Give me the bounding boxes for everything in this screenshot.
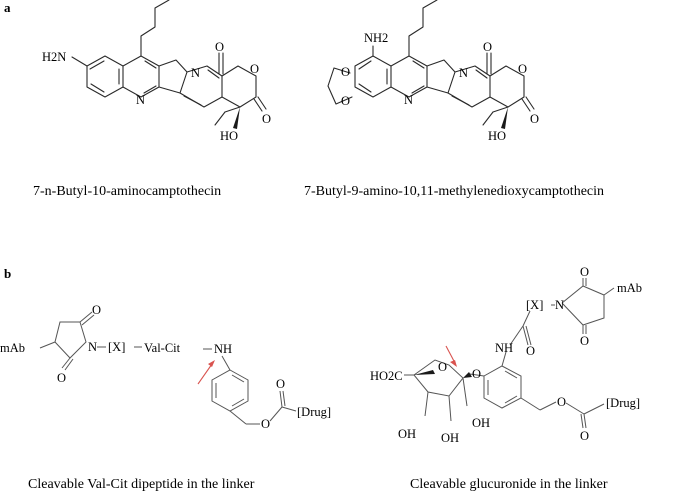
gluc-oh-1-label: OH [398,427,416,441]
gluc-carboxylic-acid-label: HO2C [370,369,403,383]
mol1-lactone-o-label: O [250,62,259,76]
mol2-hydroxyl-label: HO [488,129,506,143]
valcit-oxo-bottom-label: O [57,371,66,385]
molecule-1-structure [71,0,267,129]
mol2-ring-n-label: N [459,66,468,80]
gluc-ester-o-label: O [557,395,566,409]
gluc-drug-label: [Drug] [606,396,640,410]
anomeric-wedge [463,372,472,378]
mol1-ring-n-label: N [191,66,200,80]
valcit-linker-structure [39,311,297,425]
glucuronide-caption: Cleavable glucuronide in the linker [410,477,608,492]
cleavage-arrow-glucuronide [445,345,457,367]
panel-b-label: b [4,266,11,281]
gluc-ring-o-label: O [438,360,447,374]
carboxyl-wedge [414,370,435,375]
valcit-oxo-top-label: O [92,303,101,317]
mol1-hydroxyl-label: HO [220,129,238,143]
mol1-quinoline-n-label: N [136,93,145,107]
mol1-oxo-label: O [215,40,224,54]
gluc-carbonyl-o-label: O [580,429,589,443]
mol2-name-caption: 7-Butyl-9-amino-10,11-methylenedioxycamp… [304,184,604,199]
gluc-oh-3-label: OH [472,416,490,430]
mol2-oxo-label: O [483,40,492,54]
gluc-oxo-bottom-label: O [580,334,589,348]
valcit-caption: Cleavable Val-Cit dipeptide in the linke… [28,477,255,492]
gluc-amide-nh-label: NH [495,341,513,355]
cleavage-arrow-valcit [197,360,215,385]
molecule-2-structure [327,0,535,129]
mol1-lactone-oxo-label: O [262,112,271,126]
gluc-oxo-top-label: O [580,265,589,279]
valcit-mab-label: mAb [0,341,25,355]
mol1-name-caption: 7-n-Butyl-10-aminocamptothecin [33,184,221,199]
mol2-lactone-o-label: O [518,62,527,76]
valcit-amide-nh-label: NH [214,342,232,356]
valcit-carbonyl-o-label: O [276,377,285,391]
panel-a-label: a [4,0,11,15]
gluc-imide-n-label: N [555,298,564,312]
gluc-mab-label: mAb [617,281,642,295]
mol1-amine-label: H2N [42,50,66,64]
gluc-glycosidic-o-label: O [472,367,481,381]
mol2-dioxole-o2-label: O [341,94,350,108]
mol2-lactone-oxo-label: O [530,112,539,126]
valcit-dipeptide-label: Val-Cit [144,341,181,355]
gluc-oh-2-label: OH [441,431,459,445]
valcit-imide-n-label: N [88,340,97,354]
mol2-quinoline-n-label: N [404,93,413,107]
gluc-amide-o-label: O [526,344,535,358]
gluc-spacer-label: [X] [526,298,543,312]
valcit-ester-o-label: O [261,417,270,431]
valcit-spacer-label: [X] [108,340,125,354]
mol2-dioxole-o1-label: O [341,65,350,79]
valcit-drug-label: [Drug] [297,405,331,419]
mol2-amine-label: NH2 [364,31,388,45]
